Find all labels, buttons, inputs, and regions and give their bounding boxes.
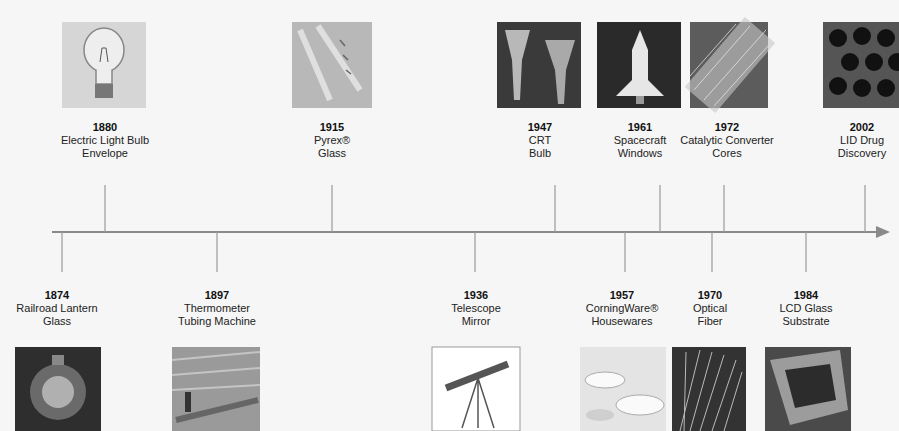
milestone-label: Spacecraft Windows: [607, 134, 673, 160]
timeline-axis: [52, 231, 876, 233]
housewares-photo: [580, 347, 666, 431]
year-label: 1880: [85, 121, 125, 134]
year-label: 2002: [842, 121, 882, 134]
pyrex-photo: [292, 22, 372, 108]
milestone-label: CRT Bulb: [519, 134, 561, 160]
milestone-label: LID Drug Discovery: [831, 134, 893, 160]
year-label: 1936: [456, 289, 496, 302]
lcd-glass-photo: [765, 347, 851, 431]
year-label: 1970: [690, 289, 730, 302]
catalytic-core-photo: [690, 22, 768, 108]
milestone-label: CorningWare® Housewares: [580, 302, 664, 328]
milestone-label: Catalytic Converter Cores: [680, 134, 774, 160]
spacecraft-photo: [597, 22, 681, 108]
year-label: 1897: [197, 289, 237, 302]
milestone-label: Railroad Lantern Glass: [11, 302, 103, 328]
milestone-label: Thermometer Tubing Machine: [169, 302, 265, 328]
milestone-label: Optical Fiber: [684, 302, 736, 328]
year-label: 1961: [620, 121, 660, 134]
year-label: 1874: [37, 289, 77, 302]
lantern-photo: [15, 347, 101, 431]
tick-marks: [62, 185, 865, 272]
milestone-label: LCD Glass Substrate: [774, 302, 838, 328]
year-label: 1915: [312, 121, 352, 134]
milestone-label: Telescope Mirror: [445, 302, 507, 328]
bulb-photo: [62, 22, 146, 108]
lid-plate-photo: [823, 22, 899, 108]
axis-arrowhead: [876, 226, 890, 238]
year-label: 1972: [707, 121, 747, 134]
year-label: 1947: [520, 121, 560, 134]
crt-photo: [497, 22, 581, 108]
milestone-label: Pyrex® Glass: [306, 134, 358, 160]
telescope-photo: [432, 347, 520, 431]
milestone-label: Electric Light Bulb Envelope: [60, 134, 150, 160]
factory-photo: [172, 347, 260, 431]
year-label: 1957: [602, 289, 642, 302]
optical-fiber-photo: [672, 347, 746, 431]
year-label: 1984: [786, 289, 826, 302]
